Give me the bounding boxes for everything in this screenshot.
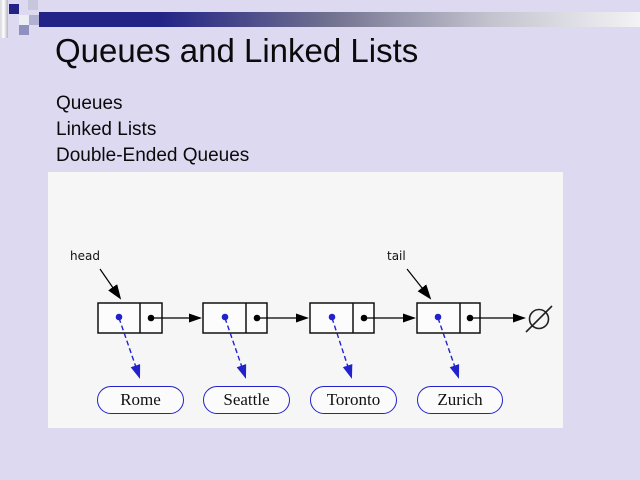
linked-list-figure (97, 268, 553, 379)
element-arrow-seattle (224, 317, 247, 379)
head-arrow (99, 268, 122, 300)
element-pointer-dot (434, 313, 442, 321)
decor-vertical-strip (0, 0, 8, 38)
bullet-double-ended-queues: Double-Ended Queues (56, 145, 250, 166)
tail-arrow (406, 268, 432, 300)
decor-square-lilac (29, 15, 39, 25)
decor-square-pale (19, 15, 29, 25)
element-zurich: Zurich (417, 386, 503, 414)
decor-gradient-bar (39, 12, 640, 27)
bullet-linked-lists: Linked Lists (56, 119, 157, 140)
node-3 (309, 302, 375, 334)
element-pointer-dot (115, 313, 123, 321)
bullet-list: Queues Linked Lists Double-Ended Queues (56, 91, 249, 169)
element-rome: Rome (97, 386, 184, 414)
next-pointer-dot (147, 314, 155, 322)
node-4 (416, 302, 481, 334)
decor-square-navy (9, 4, 19, 14)
element-arrow-zurich (437, 317, 460, 379)
tail-pointer-label: tail (387, 249, 406, 263)
head-pointer-label: head (70, 249, 100, 263)
decor-square-slate (19, 25, 29, 35)
element-arrow-toronto (331, 317, 353, 379)
element-toronto: Toronto (310, 386, 397, 414)
element-pointer-dot (328, 313, 336, 321)
decor-square-light (28, 0, 38, 10)
element-pointer-dot (221, 313, 229, 321)
element-arrow-rome (118, 317, 141, 379)
element-seattle: Seattle (203, 386, 290, 414)
linked-list-diagram: head tail Rome Seattle Toronto Zurich (48, 172, 563, 428)
slide-title: Queues and Linked Lists (55, 32, 419, 69)
null-symbol-icon (525, 305, 553, 333)
bullet-queues: Queues (56, 93, 123, 114)
